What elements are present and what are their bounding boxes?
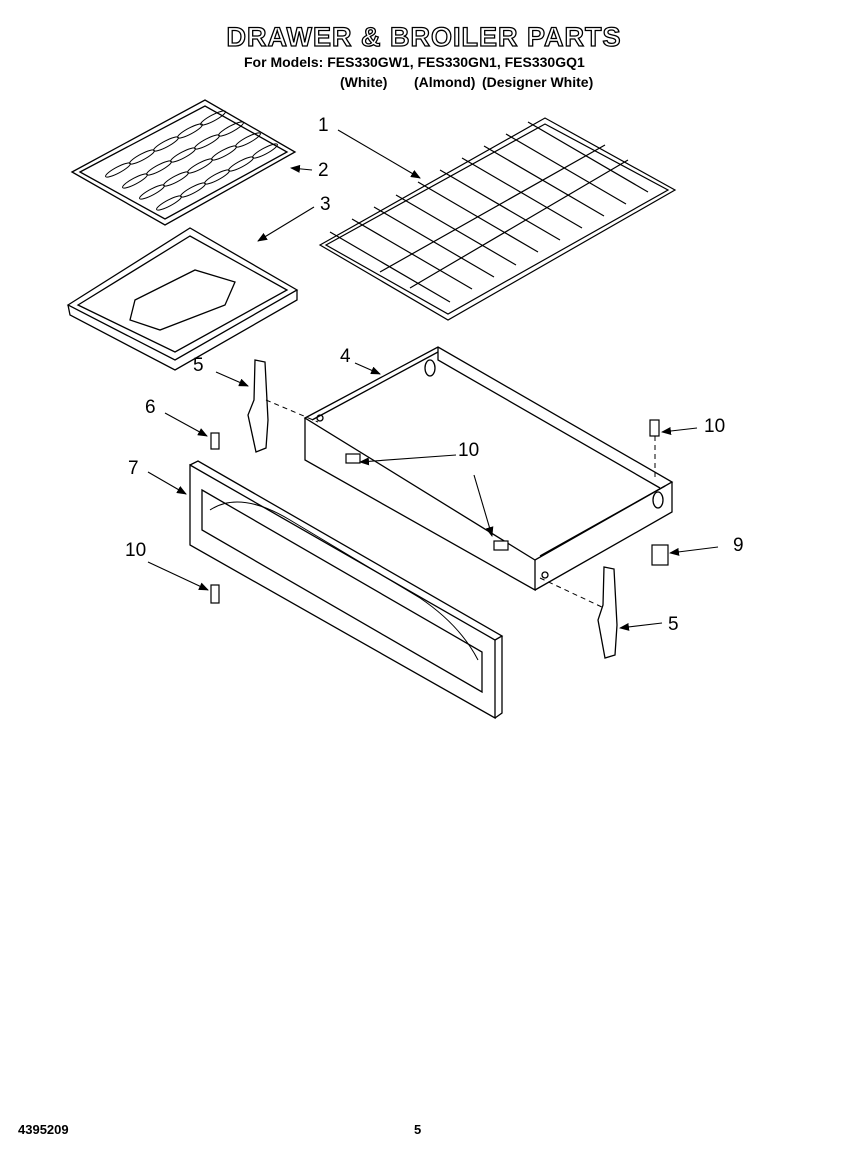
screw-part-6 <box>210 432 220 450</box>
drawer-front-panel-part <box>189 460 504 720</box>
storage-drawer-part <box>303 346 674 592</box>
clip-part-9 <box>651 544 669 566</box>
callout-10-right: 10 <box>704 416 725 437</box>
color-white-label: (White) <box>340 74 388 90</box>
callout-3: 3 <box>320 194 331 215</box>
callout-9: 9 <box>733 535 744 556</box>
alignment-lines <box>265 399 656 609</box>
callout-5-right: 5 <box>668 614 679 635</box>
callout-arrows <box>147 129 719 631</box>
color-designer-white-label: (Designer White) <box>482 74 594 90</box>
callout-1: 1 <box>318 115 329 136</box>
broiler-pan-part <box>66 227 299 371</box>
page-number: 5 <box>414 1122 422 1137</box>
screw-part-10-center <box>345 453 361 464</box>
callout-10-center: 10 <box>458 440 479 461</box>
broiler-grid-part <box>70 99 297 226</box>
document-number: 4395209 <box>18 1122 69 1137</box>
drawer-glide-right-part <box>597 566 618 659</box>
screw-part-10-right <box>649 419 660 437</box>
callout-2: 2 <box>318 160 329 181</box>
callout-7: 7 <box>128 458 139 479</box>
models-line: For Models: FES330GW1, FES330GN1, FES330… <box>244 54 585 70</box>
callout-10-bottom-left: 10 <box>125 540 146 561</box>
color-almond-label: (Almond) <box>414 74 476 90</box>
page-title: DRAWER & BROILER PARTS <box>226 21 622 52</box>
screw-part-10-lower <box>493 540 509 551</box>
oven-rack-part <box>318 117 677 321</box>
callout-4: 4 <box>340 346 351 367</box>
callout-5-left: 5 <box>193 355 204 376</box>
callout-6: 6 <box>145 397 156 418</box>
drawer-glide-left-part <box>247 359 269 453</box>
screw-part-10-bottom <box>210 584 220 604</box>
